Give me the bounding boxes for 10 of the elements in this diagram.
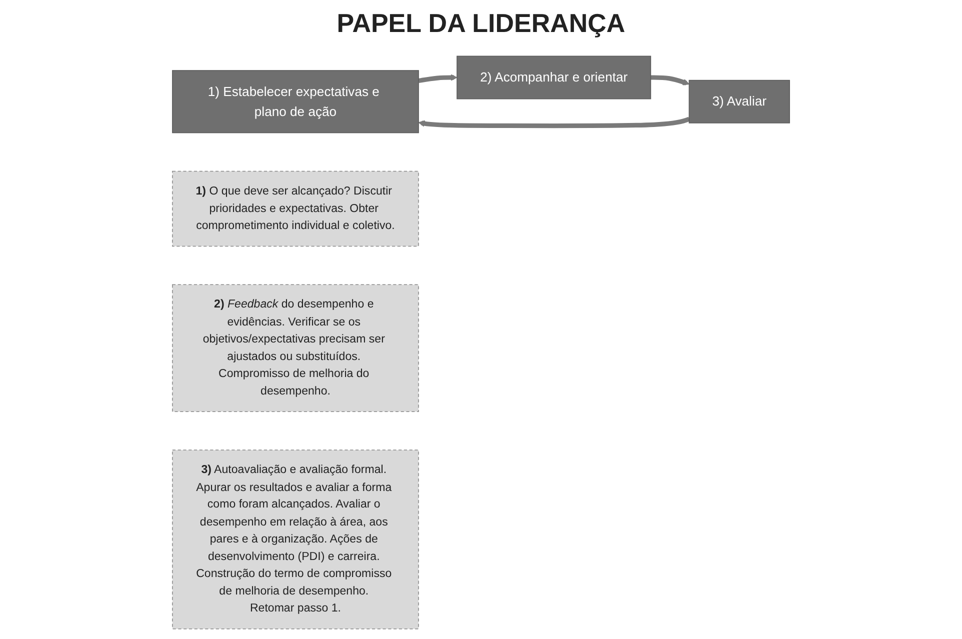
- arrow: [650, 75, 690, 86]
- arrow: [418, 74, 458, 84]
- node-box: 1) Estabelecer expectativas e plano de ação: [172, 70, 419, 134]
- node-box: 3) Autoavaliação e avaliação formal. Apurar os resultados e avaliar a forma como foram alcançados. Avaliar o desempenho em relação à área, aos pares e à organização. Ações de desenvolvimento (PDI) e carreira. Construção do termo de compromisso de melhoria de desempenho. Retomar passo 1.: [172, 450, 419, 630]
- node-box: 2) Feedback do desempenho e evidências. Verificar se os objetivos/expectativas precisam ser ajustados ou substituídos. Compromisso de melhoria do desempenho.: [172, 284, 419, 412]
- node-box: 2) Acompanhar e orientar: [456, 56, 652, 100]
- node-box: 1) O que deve ser alcançado? Discutir prioridades e expectativas. Obter comprometimento individual e coletivo.: [172, 170, 419, 247]
- node-box: 3) Avaliar: [688, 80, 790, 124]
- center-title: PAPEL DA LIDERANÇA: [336, 8, 626, 39]
- arrow: [418, 116, 690, 128]
